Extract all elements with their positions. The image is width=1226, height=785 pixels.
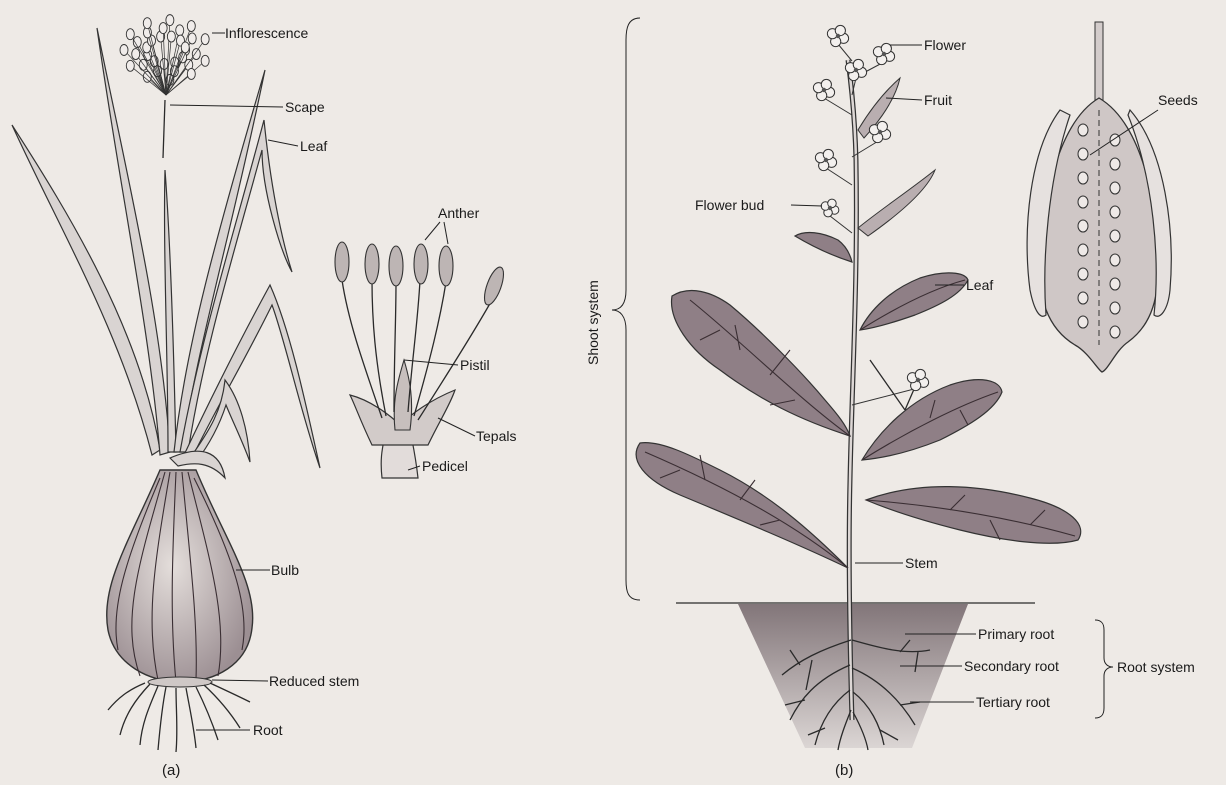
label-flower-bud: Flower bud [695, 197, 764, 213]
label-secondary-root: Secondary root [964, 658, 1059, 674]
label-anther: Anther [438, 205, 480, 221]
label-pedicel: Pedicel [422, 458, 468, 474]
seed-pod-detail [1027, 22, 1171, 372]
label-tertiary-root: Tertiary root [976, 694, 1050, 710]
label-fruit: Fruit [924, 92, 952, 108]
label-bulb: Bulb [271, 562, 299, 578]
label-root-a: Root [253, 722, 283, 738]
label-tepals: Tepals [476, 428, 516, 444]
caption-a: (a) [162, 762, 180, 779]
label-seeds: Seeds [1158, 92, 1198, 108]
shoot-system-brace [612, 18, 640, 600]
label-flower: Flower [924, 37, 966, 53]
caption-b: (b) [835, 762, 853, 779]
onion-leaves [12, 28, 320, 478]
label-pistil: Pistil [460, 357, 490, 373]
onion-bulb [107, 470, 253, 687]
label-root-system: Root system [1117, 659, 1195, 675]
label-primary-root: Primary root [978, 626, 1054, 642]
mustard-leaves [636, 233, 1081, 568]
label-leaf-a: Leaf [300, 138, 327, 154]
label-scape: Scape [285, 99, 325, 115]
mustard-flowers [813, 25, 928, 405]
inflorescence-umbel [120, 15, 209, 95]
label-leaf-b: Leaf [966, 277, 993, 293]
onion-roots [108, 683, 250, 752]
root-system-brace [1095, 620, 1113, 718]
label-shoot-system: Shoot system [585, 280, 601, 365]
scape-stalk [163, 100, 165, 158]
label-inflorescence: Inflorescence [225, 25, 308, 41]
onion-plant-figure [12, 15, 320, 752]
label-stem: Stem [905, 555, 938, 571]
label-reduced-stem: Reduced stem [269, 673, 359, 689]
